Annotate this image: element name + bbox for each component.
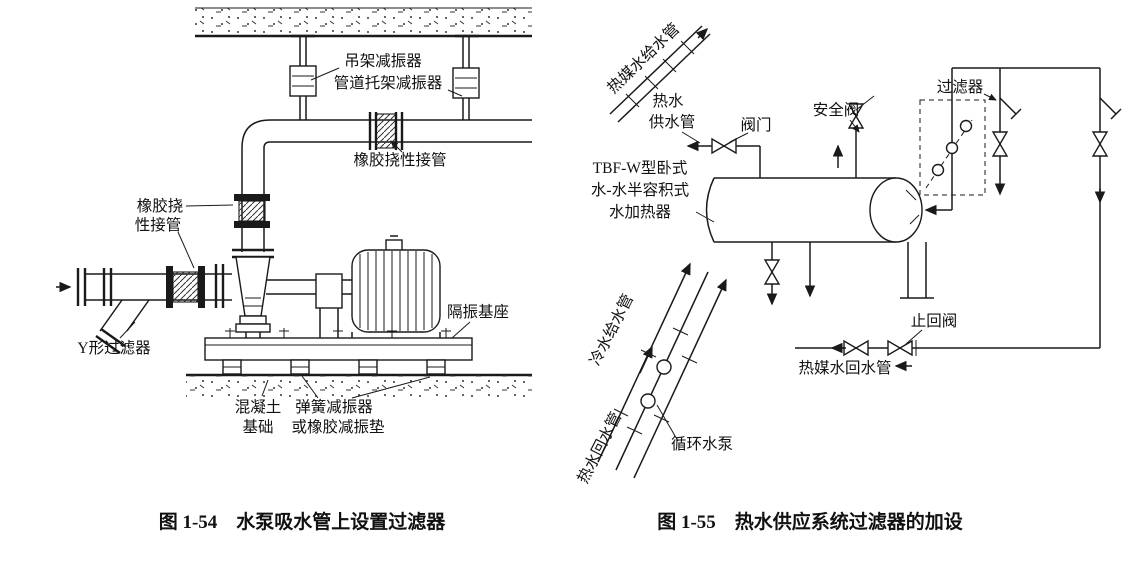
flexible-coupling-vertical (234, 194, 270, 228)
tank-shell (705, 177, 896, 243)
concrete-foundation (186, 375, 532, 397)
heating-medium-supply-pipe (609, 25, 711, 123)
y-strainer (95, 299, 150, 354)
leader-hot-supply (681, 131, 701, 144)
leader-bracket-damper (447, 89, 463, 97)
tank-dome (869, 177, 923, 243)
valve-symbol (843, 339, 869, 357)
strainer-pocket-1 (999, 97, 1022, 120)
bearing-block (315, 273, 343, 309)
label-hot-supply-line2: 供水管 (649, 113, 696, 131)
valve-symbol (711, 137, 737, 155)
leader-valve (729, 132, 749, 143)
leader-spring-damper (301, 375, 431, 399)
pump-casing (235, 256, 271, 317)
label-heater-line2: 水-水半容积式 (591, 181, 689, 199)
label-concrete-line1: 混凝土 (235, 398, 282, 416)
ceiling-slab (195, 8, 532, 36)
anchor-bolts (225, 328, 451, 338)
water-heater-tank (705, 177, 934, 299)
label-hanger-damper: 吊架减振器 (344, 52, 422, 70)
motor-body (351, 249, 441, 333)
label-flexible-joint-top: 橡胶挠性接管 (353, 151, 446, 169)
valve-symbol (1091, 131, 1109, 157)
isolation-base-frame (204, 328, 473, 375)
gauge (959, 119, 973, 133)
hanger-damper (289, 65, 317, 97)
flexible-coupling-suction (166, 266, 205, 308)
vertical-pipe (241, 119, 271, 252)
leader-strainer (983, 93, 997, 101)
suction-pipe (56, 264, 232, 354)
check-valve-symbol (887, 339, 913, 357)
leader-concrete (261, 379, 269, 397)
label-spring-line1: 弹簧减振器 (295, 398, 373, 416)
leader-circulation-pump (656, 404, 679, 442)
label-hot-supply-line1: 热水 (652, 92, 684, 110)
circulation-pump-symbol (640, 393, 656, 409)
gauge (945, 141, 959, 155)
leader-isolation-base (451, 321, 471, 339)
spring-isolators (222, 359, 446, 375)
strainer-pocket-2 (1099, 97, 1122, 120)
leader-flexible-joint (390, 140, 403, 153)
heating-medium-return-pipe (795, 339, 1100, 372)
label-heater-line3: 水加热器 (609, 203, 672, 221)
tank-saddle-support (900, 242, 934, 299)
pump (232, 248, 352, 338)
label-hot-water-return: 热水回水管 (574, 409, 625, 486)
leader-hanger-damper (310, 67, 340, 81)
valve-symbol (763, 259, 781, 285)
figure-1-55: 热媒水给水管 热水 供水管 阀门 安全阀 过滤器 TBF-W型卧式 水-水半容积… (574, 20, 1122, 486)
bracket-damper (452, 67, 480, 99)
strainer-assembly (919, 67, 1122, 348)
pipe-tick-marks (613, 327, 698, 435)
leader-y-strainer (119, 321, 136, 339)
leader-safety-valve (849, 119, 860, 133)
motor (351, 235, 441, 338)
label-isolation-base: 隔振基座 (447, 303, 509, 321)
label-heater-line1: TBF-W型卧式 (593, 159, 688, 177)
leader-heater (695, 211, 715, 223)
future-piping-dashed (919, 99, 986, 196)
leader-flexible-joint-vertical (177, 204, 234, 269)
label-strainer: 过滤器 (937, 78, 984, 96)
label-y-strainer: Y形过滤器 (77, 339, 151, 357)
caption-figure-1-54: 图 1-54 水泵吸水管上设置过滤器 (159, 510, 447, 533)
motor-fins (359, 251, 433, 331)
cold-and-return-pipes (597, 262, 727, 479)
label-concrete-line2: 基础 (242, 418, 273, 436)
label-circulation-pump: 循环水泵 (671, 435, 733, 453)
label-heating-medium-supply: 热媒水给水管 (604, 20, 683, 98)
safety-valve-symbol (832, 95, 875, 178)
label-check-valve: 止回阀 (911, 312, 958, 330)
label-valve: 阀门 (740, 116, 771, 134)
flexible-coupling-horizontal (368, 112, 404, 150)
label-spring-line2: 或橡胶减振垫 (291, 418, 385, 436)
valve-symbol (991, 131, 1009, 157)
label-flexible-joint-line1: 橡胶挠 (137, 197, 184, 215)
tank-drain-pipes (763, 242, 816, 306)
circulation-pump-symbol (656, 359, 672, 375)
figure-1-54: 吊架减振器 管道托架减振器 橡胶挠性接管 橡胶挠 性接管 Y形过滤器 隔振基座 … (56, 7, 532, 436)
caption-figure-1-55: 图 1-55 热水供应系统过滤器的加设 (657, 510, 963, 533)
gauge (931, 163, 945, 177)
hot-water-supply-pipe (686, 137, 761, 178)
label-heating-medium-return: 热媒水回水管 (798, 359, 891, 377)
label-bracket-damper: 管道托架减振器 (334, 74, 443, 92)
leader-check-valve (905, 329, 923, 345)
label-cold-water-supply: 冷水给水管 (586, 291, 637, 368)
label-safety-valve: 安全阀 (813, 101, 860, 119)
pipe-tick-marks (625, 40, 695, 108)
label-flexible-joint-line2: 性接管 (135, 216, 182, 234)
